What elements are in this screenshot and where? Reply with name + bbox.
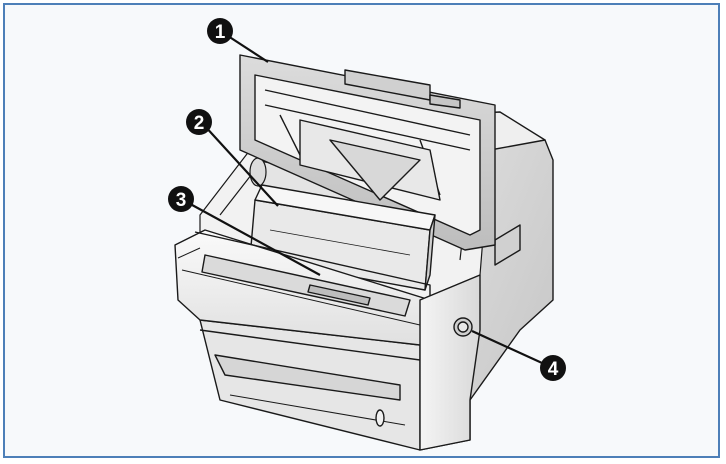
callout-leaders [182,35,554,370]
callout-4: 4 [540,355,566,381]
callout-3-label: 3 [176,190,187,211]
callout-2: 2 [186,109,212,135]
callout-1: 1 [207,18,233,44]
printer-cover [239,54,496,251]
callout-3: 3 [168,186,194,212]
callout-4-label: 4 [548,359,559,380]
front-right-frame [419,274,481,451]
callout-2-label: 2 [194,113,205,134]
callout-1-label: 1 [215,22,226,43]
